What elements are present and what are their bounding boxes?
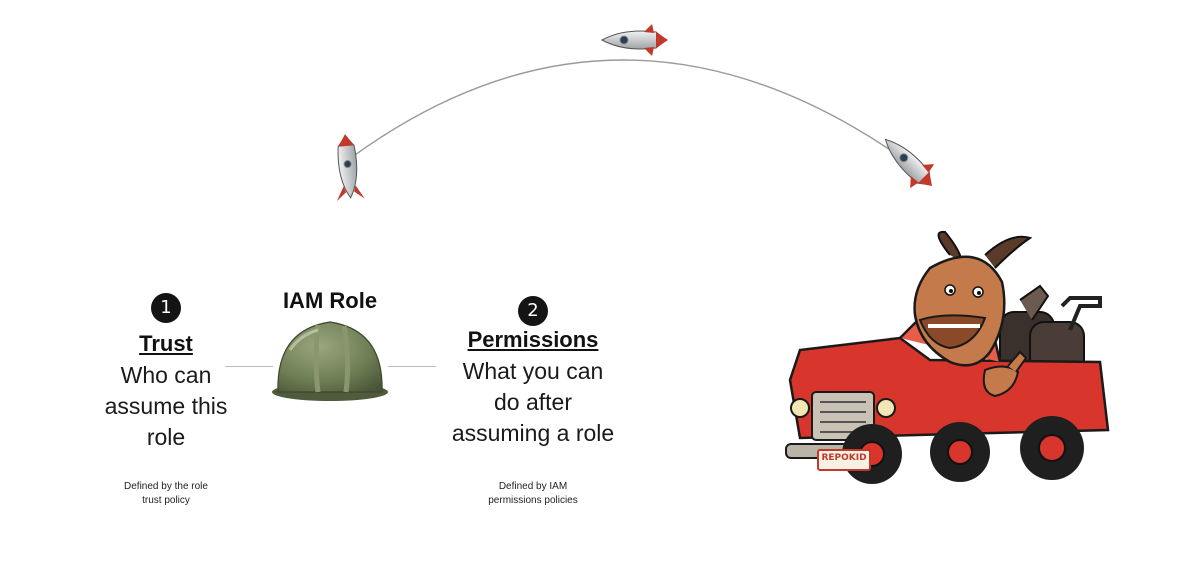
- rocket-arc-path: [347, 59, 906, 161]
- trust-description: Who can assume this role: [86, 360, 246, 453]
- permissions-step-badge: 2: [518, 296, 548, 326]
- permissions-heading: Permissions: [467, 327, 599, 352]
- trust-note-line: Defined by the role: [124, 481, 208, 492]
- trust-note: Defined by the role trust policy: [96, 480, 236, 508]
- permissions-description-line: do after: [494, 389, 572, 415]
- permissions-note-line: Defined by IAM: [498, 481, 568, 492]
- trust-step-badge: 1: [151, 293, 181, 323]
- trust-description-line: assume this: [104, 393, 228, 419]
- license-plate-text: REPOKID: [821, 453, 867, 463]
- rocket-icon: [600, 24, 668, 56]
- hard-hat-icon: [272, 321, 388, 401]
- trust-heading: Trust: [139, 331, 193, 356]
- rocket-icon: [884, 138, 935, 189]
- permissions-connector-line: [388, 366, 436, 367]
- trust-note-line: trust policy: [142, 495, 190, 506]
- permissions-description: What you can do after assuming a role: [428, 356, 638, 449]
- rocket-icon: [336, 134, 365, 202]
- permissions-note-line: permissions policies: [488, 495, 578, 506]
- iam-role-title: IAM Role: [282, 288, 378, 313]
- trust-description-line: role: [146, 424, 186, 450]
- permissions-description-line: assuming a role: [451, 420, 615, 446]
- trust-connector-line: [225, 366, 273, 367]
- goat-driving-truck-icon: [785, 230, 1110, 484]
- permissions-note: Defined by IAM permissions policies: [463, 480, 603, 508]
- permissions-description-line: What you can: [462, 358, 604, 384]
- trust-description-line: Who can: [120, 362, 212, 388]
